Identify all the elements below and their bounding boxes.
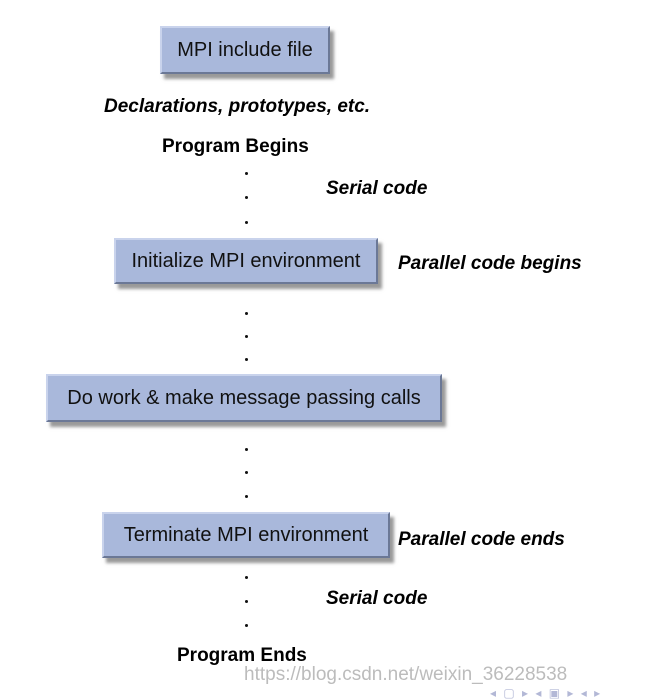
terminate-mpi-box: Terminate MPI environment [102, 512, 390, 558]
program-begins-label: Program Begins [162, 136, 309, 157]
serial-code-label-top: Serial code [326, 178, 428, 199]
flow-dot [245, 196, 248, 199]
slide-nav-icons[interactable]: ◂ ▢ ▸ ◂ ▣ ▸ ◂ ▸ [490, 686, 603, 700]
flow-dot [245, 448, 248, 451]
parallel-ends-label: Parallel code ends [398, 529, 565, 550]
serial-code-label-bottom: Serial code [326, 588, 428, 609]
flow-dot [245, 471, 248, 474]
flow-dot [245, 624, 248, 627]
flow-dot [245, 172, 248, 175]
mpi-include-box: MPI include file [160, 26, 330, 74]
terminate-mpi-label: Terminate MPI environment [123, 523, 369, 546]
flow-dot [245, 358, 248, 361]
parallel-begins-label: Parallel code begins [398, 253, 582, 274]
mpi-include-label: MPI include file [177, 38, 313, 61]
do-work-box: Do work & make message passing calls [46, 374, 442, 422]
initialize-mpi-box: Initialize MPI environment [114, 238, 378, 284]
flow-dot [245, 221, 248, 224]
flow-dot [245, 495, 248, 498]
flow-dot [245, 600, 248, 603]
program-ends-label: Program Ends [177, 645, 307, 666]
flow-dot [245, 335, 248, 338]
initialize-mpi-label: Initialize MPI environment [131, 249, 361, 272]
flow-dot [245, 576, 248, 579]
do-work-label: Do work & make message passing calls [67, 386, 421, 409]
csdn-watermark: https://blog.csdn.net/weixin_36228538 [244, 664, 568, 685]
flow-dot [245, 312, 248, 315]
declarations-label: Declarations, prototypes, etc. [104, 96, 371, 117]
